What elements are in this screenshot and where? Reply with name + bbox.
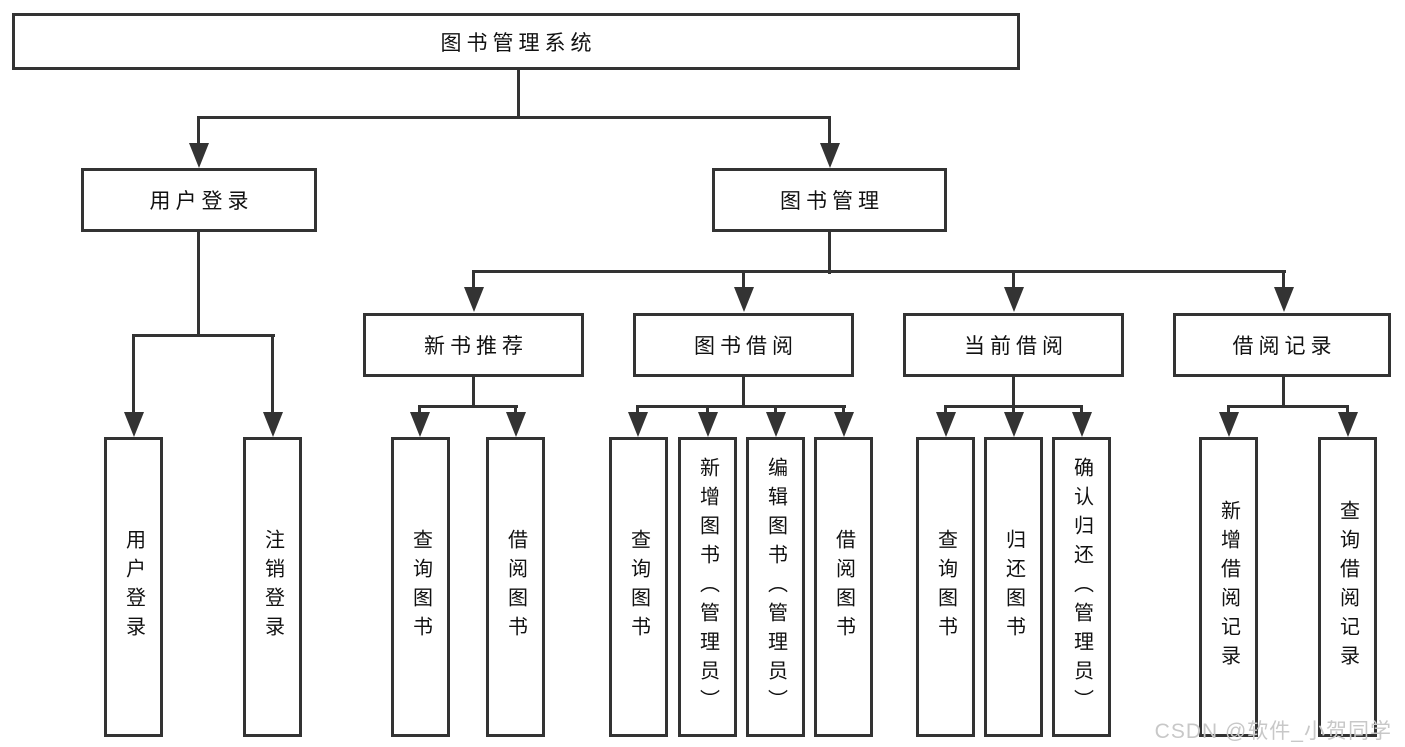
arrow-down-icon (124, 412, 144, 437)
arrow-down-icon (766, 412, 786, 437)
leaf-query-books-recommend: 查询图书 (391, 437, 450, 737)
connector-line (418, 405, 518, 408)
connector-line (197, 118, 200, 146)
connector-line (828, 232, 831, 274)
connector-line (842, 406, 845, 415)
connector-line (517, 70, 520, 118)
connector-line (514, 406, 517, 415)
connector-line (132, 336, 135, 414)
leaf-user-login: 用户登录 (104, 437, 163, 737)
connector-line (472, 377, 475, 408)
arrow-down-icon (1004, 287, 1024, 312)
connector-line (472, 272, 475, 290)
arrow-down-icon (734, 287, 754, 312)
connector-line (636, 405, 846, 408)
node-library-system-root: 图书管理系统 (12, 13, 1020, 70)
connector-line (944, 406, 947, 415)
connector-line (1346, 406, 1349, 415)
leaf-query-borrow-record: 查询借阅记录 (1318, 437, 1377, 737)
arrow-down-icon (936, 412, 956, 437)
connector-line (742, 272, 745, 290)
arrow-down-icon (1274, 287, 1294, 312)
arrow-down-icon (1004, 412, 1024, 437)
node-book-management: 图书管理 (712, 168, 947, 232)
node-book-borrowing: 图书借阅 (633, 313, 854, 377)
leaf-query-books-current: 查询图书 (916, 437, 975, 737)
connector-line (1012, 377, 1015, 408)
connector-line (472, 270, 1286, 273)
watermark: CSDN @软件_小贺同学 (1154, 720, 1392, 743)
connector-line (742, 377, 745, 408)
leaf-confirm-return-admin: 确认归还（管理员） (1052, 437, 1111, 737)
connector-line (132, 334, 275, 337)
connector-line (1012, 272, 1015, 290)
connector-line (1080, 406, 1083, 415)
connector-line (636, 406, 639, 415)
leaf-borrow-books: 借阅图书 (814, 437, 873, 737)
leaf-edit-books-admin: 编辑图书（管理员） (746, 437, 805, 737)
connector-line (1282, 377, 1285, 408)
arrow-down-icon (1338, 412, 1358, 437)
connector-line (418, 406, 421, 415)
connector-line (271, 336, 274, 414)
connector-line (1012, 406, 1015, 415)
leaf-borrow-books-recommend: 借阅图书 (486, 437, 545, 737)
arrow-down-icon (464, 287, 484, 312)
arrow-down-icon (263, 412, 283, 437)
connector-line (706, 406, 709, 415)
connector-line (197, 232, 200, 337)
leaf-add-books-admin: 新增图书（管理员） (678, 437, 737, 737)
arrow-down-icon (506, 412, 526, 437)
connector-line (1282, 272, 1285, 290)
leaf-logout-login: 注销登录 (243, 437, 302, 737)
connector-line (828, 118, 831, 146)
arrow-down-icon (820, 143, 840, 168)
connector-line (1227, 406, 1230, 415)
connector-line (1227, 405, 1349, 408)
arrow-down-icon (628, 412, 648, 437)
leaf-query-books-borrow: 查询图书 (609, 437, 668, 737)
arrow-down-icon (698, 412, 718, 437)
arrow-down-icon (1219, 412, 1239, 437)
node-current-borrowing: 当前借阅 (903, 313, 1124, 377)
node-user-login: 用户登录 (81, 168, 317, 232)
arrow-down-icon (834, 412, 854, 437)
arrow-down-icon (189, 143, 209, 168)
arrow-down-icon (1072, 412, 1092, 437)
node-new-book-recommendation: 新书推荐 (363, 313, 584, 377)
leaf-add-borrow-record: 新增借阅记录 (1199, 437, 1258, 737)
arrow-down-icon (410, 412, 430, 437)
leaf-return-books: 归还图书 (984, 437, 1043, 737)
connector-line (774, 406, 777, 415)
connector-line (197, 116, 831, 119)
node-borrowing-records: 借阅记录 (1173, 313, 1391, 377)
